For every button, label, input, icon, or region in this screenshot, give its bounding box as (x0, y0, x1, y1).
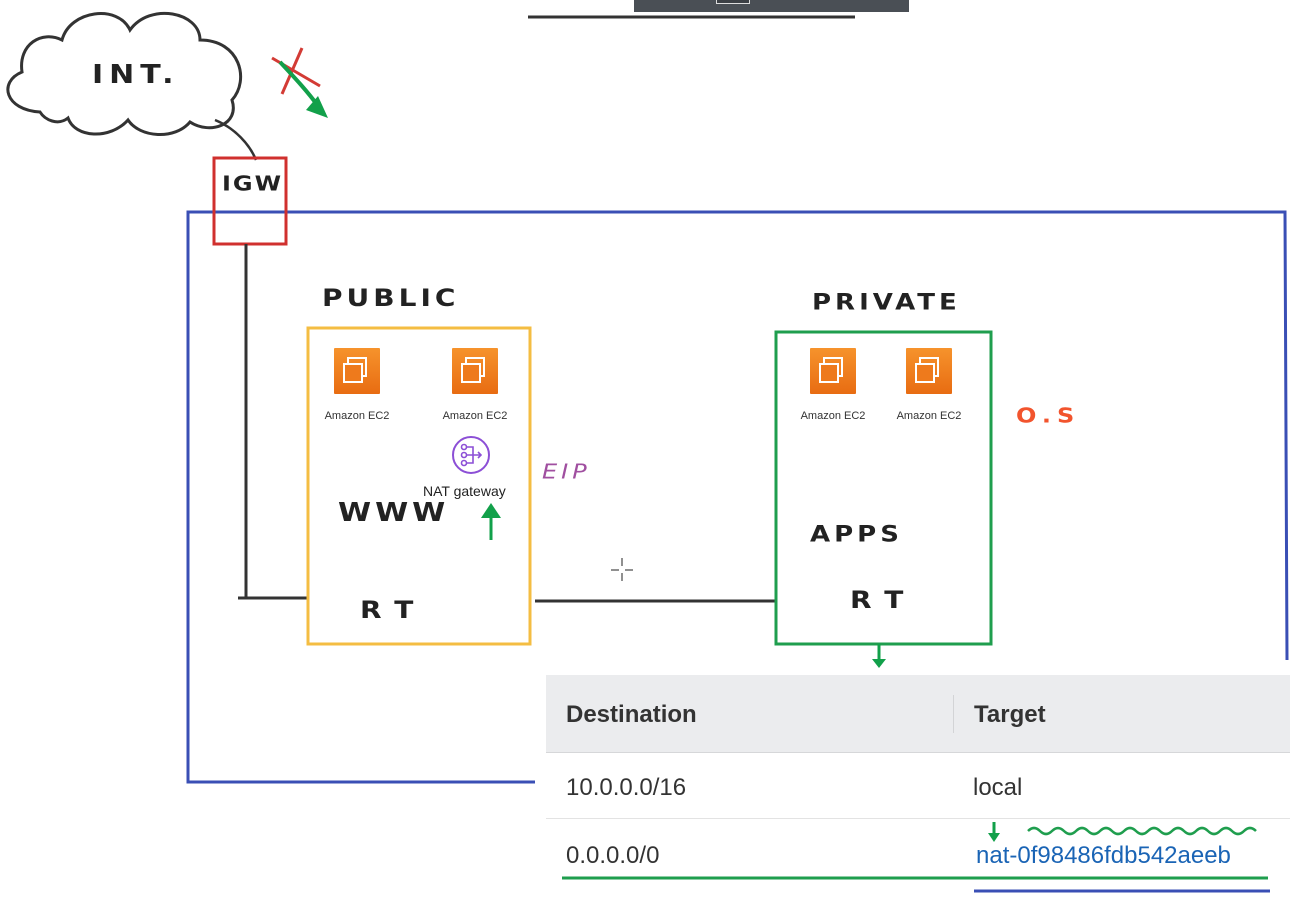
cloud-connector (214, 118, 258, 161)
private-subnet-box (774, 330, 993, 646)
table-row-destination: 10.0.0.0/16 (566, 774, 687, 801)
ec2-icon (452, 348, 498, 394)
nat-up-arrowhead (481, 503, 501, 518)
public-rt-label: RT (360, 596, 428, 625)
column-separator (953, 695, 954, 733)
ec2-label: Amazon EC2 (800, 410, 866, 422)
public-subnet-box (306, 326, 532, 646)
green-squiggle (1027, 826, 1257, 836)
target-column-header[interactable]: Target (974, 701, 1046, 728)
small-green-arrowhead (988, 833, 1000, 842)
crosshair-cursor (611, 558, 633, 581)
table-annotations (562, 822, 1270, 893)
cloud-label: INT. (92, 60, 180, 90)
ec2-icon (334, 348, 380, 394)
ec2-icon (810, 348, 856, 394)
nat-gateway-link[interactable]: nat-0f98486fdb542aeeb (976, 842, 1231, 869)
route-table-header: Destination Target (546, 675, 1290, 753)
eip-label: EIP (542, 460, 591, 484)
ec2-label: Amazon EC2 (324, 410, 390, 422)
green-arrowhead (306, 96, 328, 118)
ec2-icon (906, 348, 952, 394)
private-subnet-title: PRIVATE (812, 290, 961, 316)
internet-cloud (6, 11, 242, 136)
igw-box (212, 156, 288, 246)
top-toolbar (634, 0, 909, 12)
ec2-label: Amazon EC2 (896, 410, 962, 422)
ec2-label: Amazon EC2 (442, 410, 508, 422)
red-x-stroke (280, 47, 304, 95)
table-row-destination: 0.0.0.0/0 (566, 842, 660, 869)
toolbar-handle[interactable] (716, 0, 750, 4)
rt-down-arrowhead (872, 659, 886, 668)
nat-gateway-icon (452, 436, 490, 474)
vpc-border (186, 210, 1289, 784)
os-label: O.S (1016, 404, 1081, 428)
private-rt-label: RT (850, 586, 918, 615)
route-table: Destination Target 10.0.0.0/16 local 0.0… (546, 675, 1290, 900)
table-row-target: local (973, 774, 1023, 801)
apps-label: APPS (810, 522, 903, 548)
destination-column-header[interactable]: Destination (566, 701, 697, 728)
row-divider (546, 818, 1290, 819)
nat-gateway-label: NAT gateway (423, 483, 506, 499)
www-label: WWW (338, 498, 450, 528)
igw-label: IGW (222, 172, 284, 196)
public-subnet-title: PUBLIC (322, 284, 460, 313)
